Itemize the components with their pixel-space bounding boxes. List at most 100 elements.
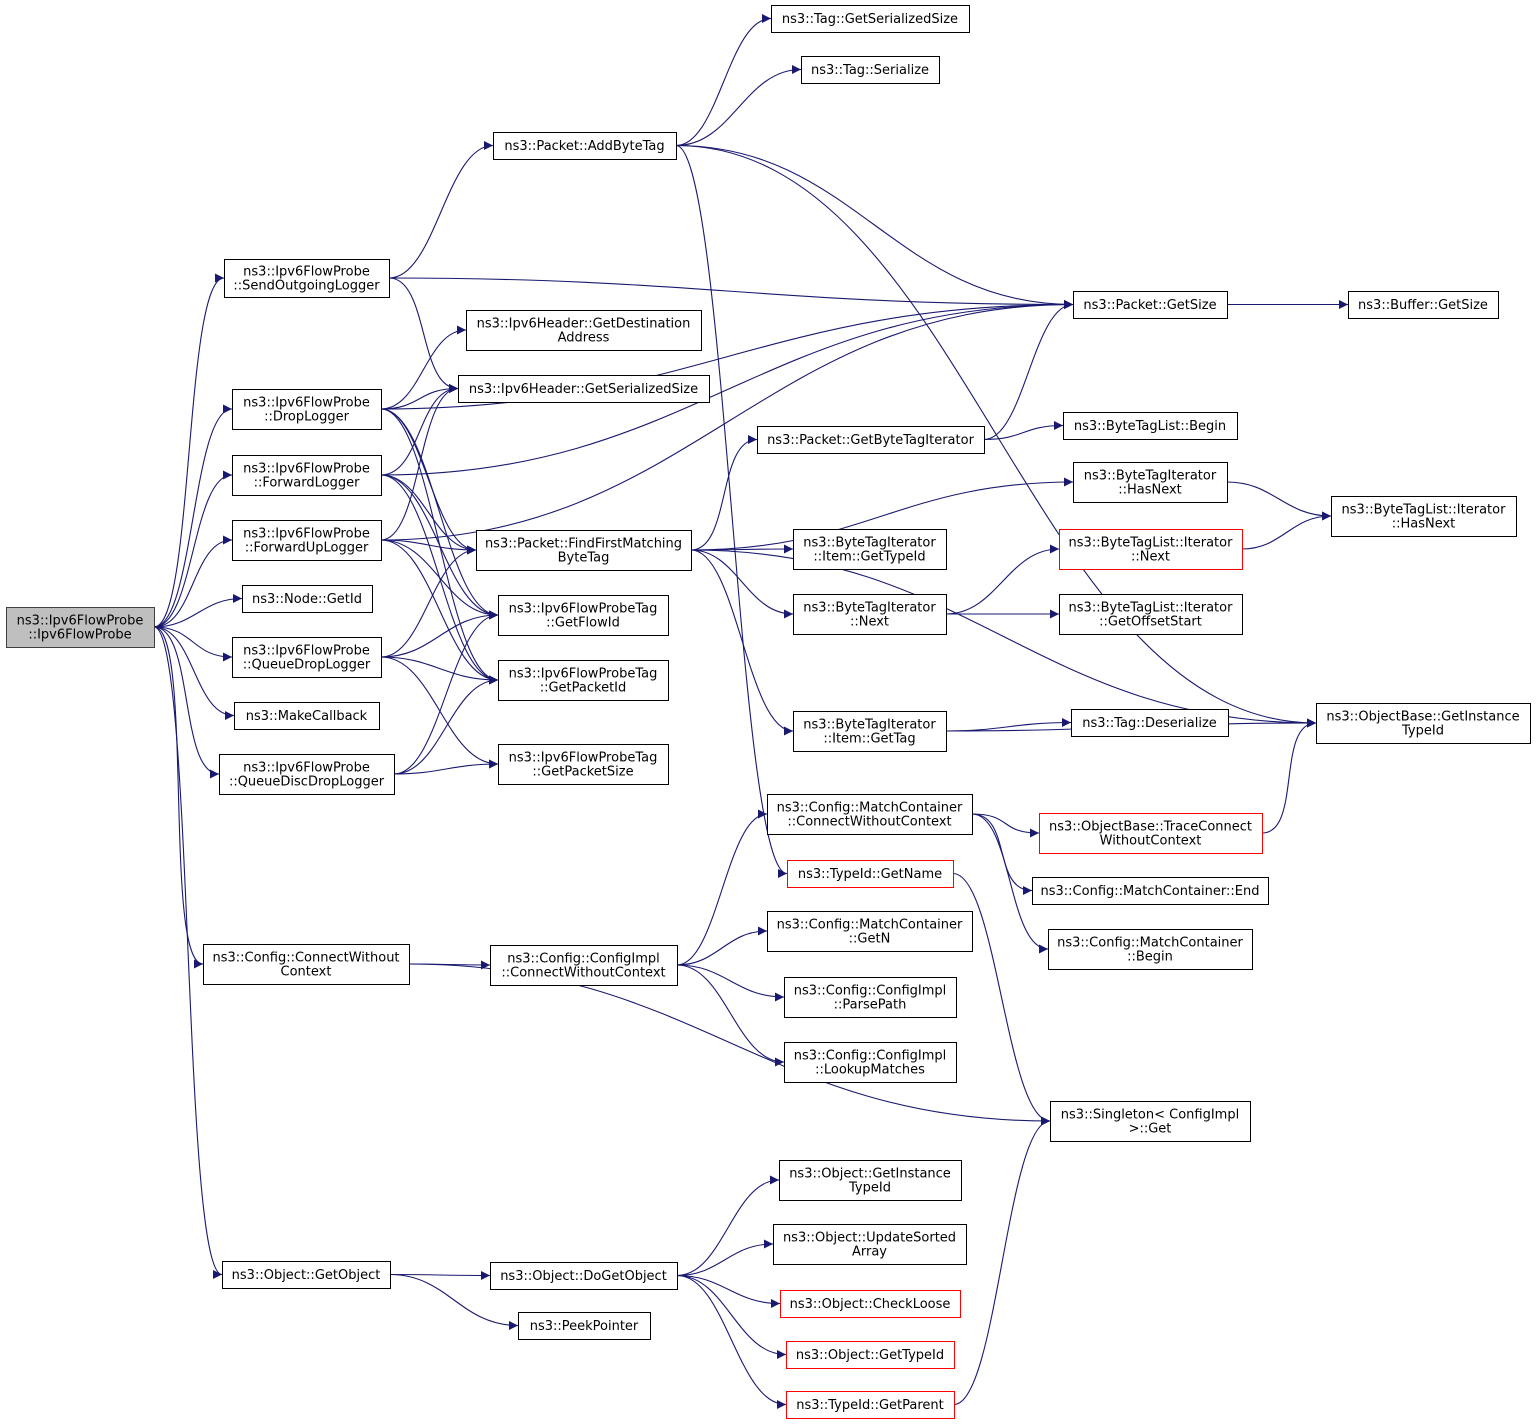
node-bgs[interactable]: ns3::Buffer::GetSize: [1348, 291, 1499, 319]
node-box[interactable]: [786, 1341, 955, 1369]
node-box[interactable]: [219, 754, 395, 795]
node-box[interactable]: [793, 529, 947, 570]
node-send[interactable]: ns3::Ipv6FlowProbe::SendOutgoingLogger: [224, 259, 390, 298]
node-mcbegin[interactable]: ns3::Config::MatchContainer::Begin: [1048, 929, 1253, 970]
node-box[interactable]: [784, 1042, 957, 1083]
node-box[interactable]: [786, 1391, 955, 1419]
node-box[interactable]: [779, 1160, 962, 1201]
node-root[interactable]: ns3::Ipv6FlowProbe::Ipv6FlowProbe: [6, 607, 155, 648]
node-box[interactable]: [234, 702, 380, 730]
node-tser[interactable]: ns3::Tag::Serialize: [801, 56, 940, 84]
node-box[interactable]: [1050, 1101, 1251, 1142]
node-mccwc[interactable]: ns3::Config::MatchContainer::ConnectWith…: [767, 794, 973, 835]
node-btlios[interactable]: ns3::ByteTagList::Iterator::GetOffsetSta…: [1059, 594, 1243, 635]
node-box[interactable]: [1059, 594, 1243, 635]
node-box[interactable]: [232, 520, 382, 561]
node-box[interactable]: [458, 375, 710, 403]
node-box[interactable]: [6, 607, 155, 648]
node-box[interactable]: [767, 794, 973, 835]
node-box[interactable]: [1063, 412, 1238, 440]
node-box[interactable]: [1059, 529, 1243, 570]
node-box[interactable]: [232, 455, 382, 496]
node-gflow[interactable]: ns3::Ipv6FlowProbeTag::GetFlowId: [498, 595, 669, 636]
node-btinext[interactable]: ns3::ByteTagIterator::Next: [793, 594, 947, 635]
node-pgs[interactable]: ns3::Packet::GetSize: [1073, 291, 1228, 319]
node-cicwc[interactable]: ns3::Config::ConfigImpl::ConnectWithoutC…: [490, 945, 678, 986]
node-qddrop[interactable]: ns3::Ipv6FlowProbe::QueueDiscDropLogger: [219, 754, 395, 795]
node-box[interactable]: [784, 977, 957, 1018]
node-parse[interactable]: ns3::Config::ConfigImpl::ParsePath: [784, 977, 957, 1018]
node-box[interactable]: [793, 594, 947, 635]
node-box[interactable]: [1032, 877, 1269, 905]
node-box[interactable]: [787, 860, 954, 888]
node-box[interactable]: [493, 132, 677, 160]
node-box[interactable]: [1071, 709, 1229, 737]
node-box[interactable]: [490, 1262, 678, 1290]
node-box[interactable]: [1316, 703, 1531, 744]
node-box[interactable]: [222, 1261, 391, 1289]
node-fwdup[interactable]: ns3::Ipv6FlowProbe::ForwardUpLogger: [232, 520, 382, 561]
node-getobj[interactable]: ns3::Object::GetObject: [222, 1261, 391, 1289]
node-box[interactable]: [498, 595, 669, 636]
node-box[interactable]: [1039, 813, 1263, 854]
node-drop[interactable]: ns3::Ipv6FlowProbe::DropLogger: [232, 389, 382, 430]
node-nodeid[interactable]: ns3::Node::GetId: [242, 585, 373, 613]
node-single[interactable]: ns3::Singleton< ConfigImpl>::Get: [1050, 1101, 1251, 1142]
node-box[interactable]: [498, 660, 669, 701]
node-box[interactable]: [771, 5, 970, 33]
node-btlihn[interactable]: ns3::ByteTagList::Iterator::HasNext: [1331, 496, 1517, 537]
node-box[interactable]: [232, 389, 382, 430]
node-box[interactable]: [490, 945, 678, 986]
node-tgss[interactable]: ns3::Tag::GetSerializedSize: [771, 5, 970, 33]
node-mcend[interactable]: ns3::Config::MatchContainer::End: [1032, 877, 1269, 905]
node-gpsz[interactable]: ns3::Ipv6FlowProbeTag::GetPacketSize: [498, 744, 669, 785]
node-box[interactable]: [232, 637, 382, 678]
node-ogt[interactable]: ns3::Object::GetTypeId: [786, 1341, 955, 1369]
node-gbti[interactable]: ns3::Packet::GetByteTagIterator: [757, 426, 985, 454]
node-btlbegin[interactable]: ns3::ByteTagList::Begin: [1063, 412, 1238, 440]
node-box[interactable]: [1048, 929, 1253, 970]
node-qdrop[interactable]: ns3::Ipv6FlowProbe::QueueDropLogger: [232, 637, 382, 678]
node-box[interactable]: [1348, 291, 1499, 319]
node-box[interactable]: [498, 744, 669, 785]
node-tgp[interactable]: ns3::TypeId::GetParent: [786, 1391, 955, 1419]
node-box[interactable]: [1331, 496, 1517, 537]
node-btlinext[interactable]: ns3::ByteTagList::Iterator::Next: [1059, 529, 1243, 570]
node-box[interactable]: [1073, 462, 1228, 503]
node-ocl[interactable]: ns3::Object::CheckLoose: [780, 1290, 961, 1318]
node-box[interactable]: [1073, 291, 1228, 319]
node-gpid[interactable]: ns3::Ipv6FlowProbeTag::GetPacketId: [498, 660, 669, 701]
node-box[interactable]: [203, 944, 410, 985]
node-box[interactable]: [242, 585, 373, 613]
node-peek[interactable]: ns3::PeekPointer: [518, 1312, 651, 1340]
node-box[interactable]: [793, 711, 947, 752]
node-dgo[interactable]: ns3::Object::DoGetObject: [490, 1262, 678, 1290]
node-tidname[interactable]: ns3::TypeId::GetName: [787, 860, 954, 888]
node-box[interactable]: [801, 56, 940, 84]
node-box[interactable]: [780, 1290, 961, 1318]
node-box[interactable]: [518, 1312, 651, 1340]
node-gser[interactable]: ns3::Ipv6Header::GetSerializedSize: [458, 375, 710, 403]
node-fwd[interactable]: ns3::Ipv6FlowProbe::ForwardLogger: [232, 455, 382, 496]
node-btihn[interactable]: ns3::ByteTagIterator::HasNext: [1073, 462, 1228, 503]
node-bitgt[interactable]: ns3::ByteTagIterator::Item::GetTypeId: [793, 529, 947, 570]
node-box[interactable]: [476, 530, 692, 571]
node-box[interactable]: [757, 426, 985, 454]
node-mcgetn[interactable]: ns3::Config::MatchContainer::GetN: [767, 911, 973, 952]
node-box[interactable]: [773, 1224, 967, 1265]
node-addbt[interactable]: ns3::Packet::AddByteTag: [493, 132, 677, 160]
node-obtc[interactable]: ns3::ObjectBase::TraceConnectWithoutCont…: [1039, 813, 1263, 854]
node-lookup[interactable]: ns3::Config::ConfigImpl::LookupMatches: [784, 1042, 957, 1083]
node-box[interactable]: [466, 310, 702, 351]
node-box[interactable]: [224, 259, 390, 298]
node-tdes[interactable]: ns3::Tag::Deserialize: [1071, 709, 1229, 737]
node-cfgcwc[interactable]: ns3::Config::ConnectWithoutContext: [203, 944, 410, 985]
node-box[interactable]: [767, 911, 973, 952]
node-mkcb[interactable]: ns3::MakeCallback: [234, 702, 380, 730]
node-bitgtag[interactable]: ns3::ByteTagIterator::Item::GetTag: [793, 711, 947, 752]
